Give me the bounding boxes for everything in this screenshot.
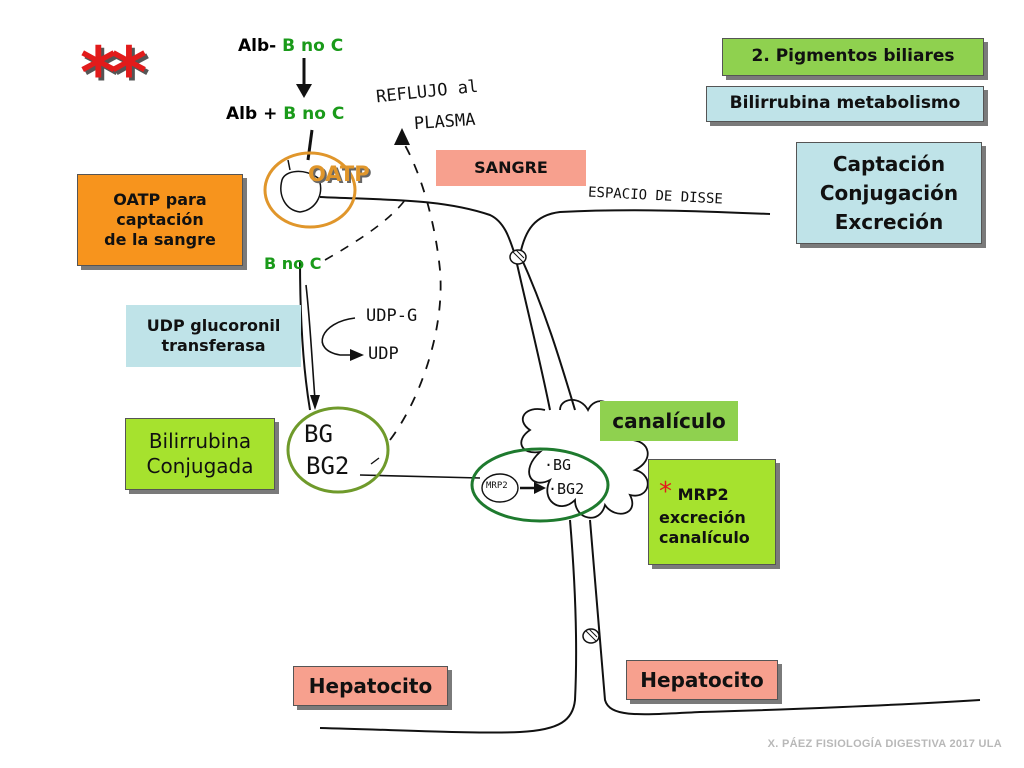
mrp2-ring: [470, 447, 610, 523]
arrow-to-conjugation: [305, 284, 316, 401]
bg2-small-label: ·BG2: [548, 480, 585, 498]
udp-transferase-box: UDP glucoronil transferasa: [126, 305, 301, 367]
sangre-box: SANGRE: [436, 150, 586, 186]
left-hepatocyte-right-edge: [514, 254, 551, 411]
lower-membrane-left: [319, 519, 578, 734]
mrp2-star: *: [659, 476, 672, 507]
sinusoid-membrane-right: [519, 209, 771, 256]
bg2-label: BG2: [306, 452, 350, 480]
left-hepatocyte-membrane: [299, 259, 311, 411]
alb-minus-label: Alb- B no C: [238, 36, 344, 56]
hepatocito-right-box: Hepatocito: [626, 660, 778, 700]
bg-transport-line: [359, 474, 481, 479]
b-no-c-bottom: B no C: [264, 254, 322, 273]
reflux-dashed-line: [389, 139, 442, 441]
subtitle: Bilirrubina metabolismo: [729, 93, 961, 114]
bilirrubina-conjugada-box: Bilirrubina Conjugada: [125, 418, 275, 490]
b-no-c-middle: B no C: [283, 104, 345, 124]
stars-mark: **: [80, 32, 147, 114]
right-hepatocyte-left-edge: [519, 254, 576, 411]
udp-g-label: UDP-G: [366, 306, 418, 326]
step-conjugacion: Conjugación: [819, 180, 959, 205]
alb-plus-label: Alb + B no C: [226, 104, 345, 124]
step-excrecion: Excreción: [834, 209, 944, 234]
mrp2-pump-label: MRP2: [486, 481, 508, 491]
reflujo-label-2: PLASMA: [413, 109, 477, 135]
section-title: 2. Pigmentos biliares: [751, 46, 955, 67]
sinusoid-membrane-top: [319, 196, 516, 256]
udp-label: UDP: [368, 344, 399, 364]
footer-credit: X. PÁEZ FISIOLOGÍA DIGESTIVA 2017 ULA: [767, 738, 1002, 750]
arrow-into-oatp: [306, 129, 314, 161]
oatp-ring: [263, 151, 357, 229]
canaliculo-box: canalículo: [600, 401, 738, 441]
subtitle-box: Bilirrubina metabolismo: [706, 86, 984, 122]
steps-box: Captación Conjugación Excreción: [796, 142, 982, 244]
oatp-transporter: [280, 170, 322, 213]
bg-small-label: ·BG: [544, 456, 572, 474]
step-captacion: Captación: [832, 151, 946, 176]
oatp-label: OATP: [308, 162, 370, 186]
reflux-dashed-line-2: [324, 199, 406, 261]
bg-ring: [286, 406, 390, 494]
b-no-c-top: B no C: [282, 36, 344, 56]
udp-curved-arrow: [321, 317, 356, 356]
lower-membrane-right: [589, 519, 981, 716]
section-title-box: 2. Pigmentos biliares: [722, 38, 984, 76]
mrp2-box: * MRP2 excreción canalículo: [648, 459, 776, 565]
mrp2-pump: [481, 473, 519, 503]
oatp-info-box: OATP para captación de la sangre: [77, 174, 243, 266]
bg-label: BG: [304, 420, 333, 448]
hepatocito-left-box: Hepatocito: [293, 666, 448, 706]
